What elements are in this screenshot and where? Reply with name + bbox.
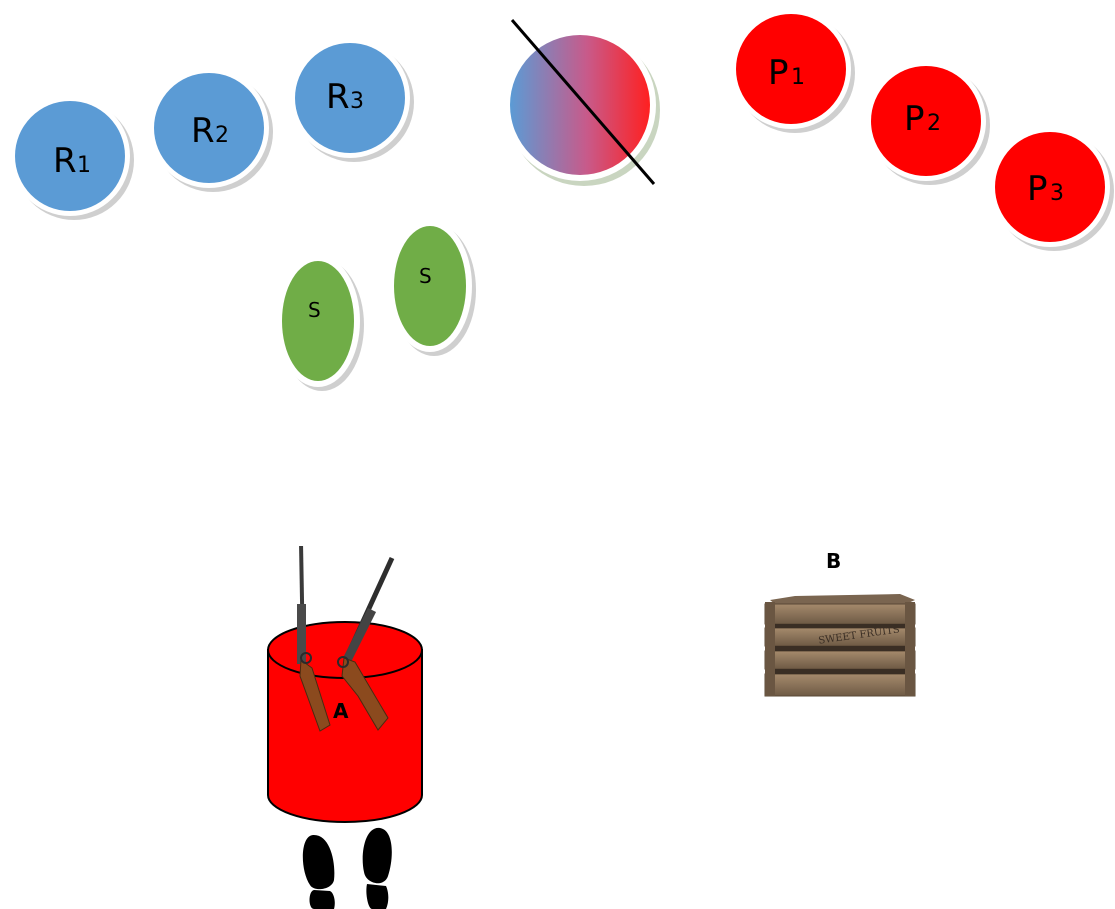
target-r2-disc (154, 73, 264, 183)
target-r3: R 3 (290, 38, 414, 162)
target-p1-sub: 1 (791, 65, 805, 90)
station-b-label: B (826, 549, 841, 573)
target-s-left: S (276, 255, 364, 391)
target-p1: P 1 (731, 9, 855, 133)
rifle-icon (297, 545, 331, 732)
station-b: B SWEET FRUITS (764, 549, 916, 697)
target-r2-letter: R (191, 111, 215, 151)
target-r1-sub: 1 (77, 153, 91, 178)
target-s-left-label: S (308, 298, 321, 322)
target-r1-disc (15, 101, 125, 211)
rifle-icon (337, 556, 395, 731)
target-p2-sub: 2 (927, 111, 941, 136)
wooden-crate-icon: SWEET FRUITS (764, 594, 916, 697)
station-a-label: A (333, 699, 349, 723)
target-r3-sub: 3 (350, 89, 364, 114)
target-r3-letter: R (326, 77, 350, 117)
target-p2-letter: P (904, 99, 925, 139)
target-r2: R 2 (149, 68, 273, 192)
footprints-icon (302, 827, 392, 909)
target-s-right-oval (394, 226, 466, 346)
target-r1: R 1 (10, 96, 134, 220)
target-p1-disc (736, 14, 846, 124)
target-p3-letter: P (1027, 169, 1048, 209)
target-p3-sub: 3 (1050, 181, 1064, 206)
target-p2-disc (871, 66, 981, 176)
target-p2: P 2 (866, 61, 990, 185)
target-r1-letter: R (53, 141, 77, 181)
target-s-right: S (388, 220, 476, 356)
target-s-left-oval (282, 261, 354, 381)
target-p1-letter: P (768, 53, 789, 93)
station-a: A (267, 545, 423, 909)
target-s-right-label: S (419, 264, 432, 288)
target-r2-sub: 2 (215, 123, 229, 148)
target-r3-disc (295, 43, 405, 153)
no-shoot-slash (510, 19, 656, 185)
target-p3-disc (995, 132, 1105, 242)
no-shoot-target-icon (504, 19, 660, 186)
target-p3: P 3 (990, 127, 1114, 251)
